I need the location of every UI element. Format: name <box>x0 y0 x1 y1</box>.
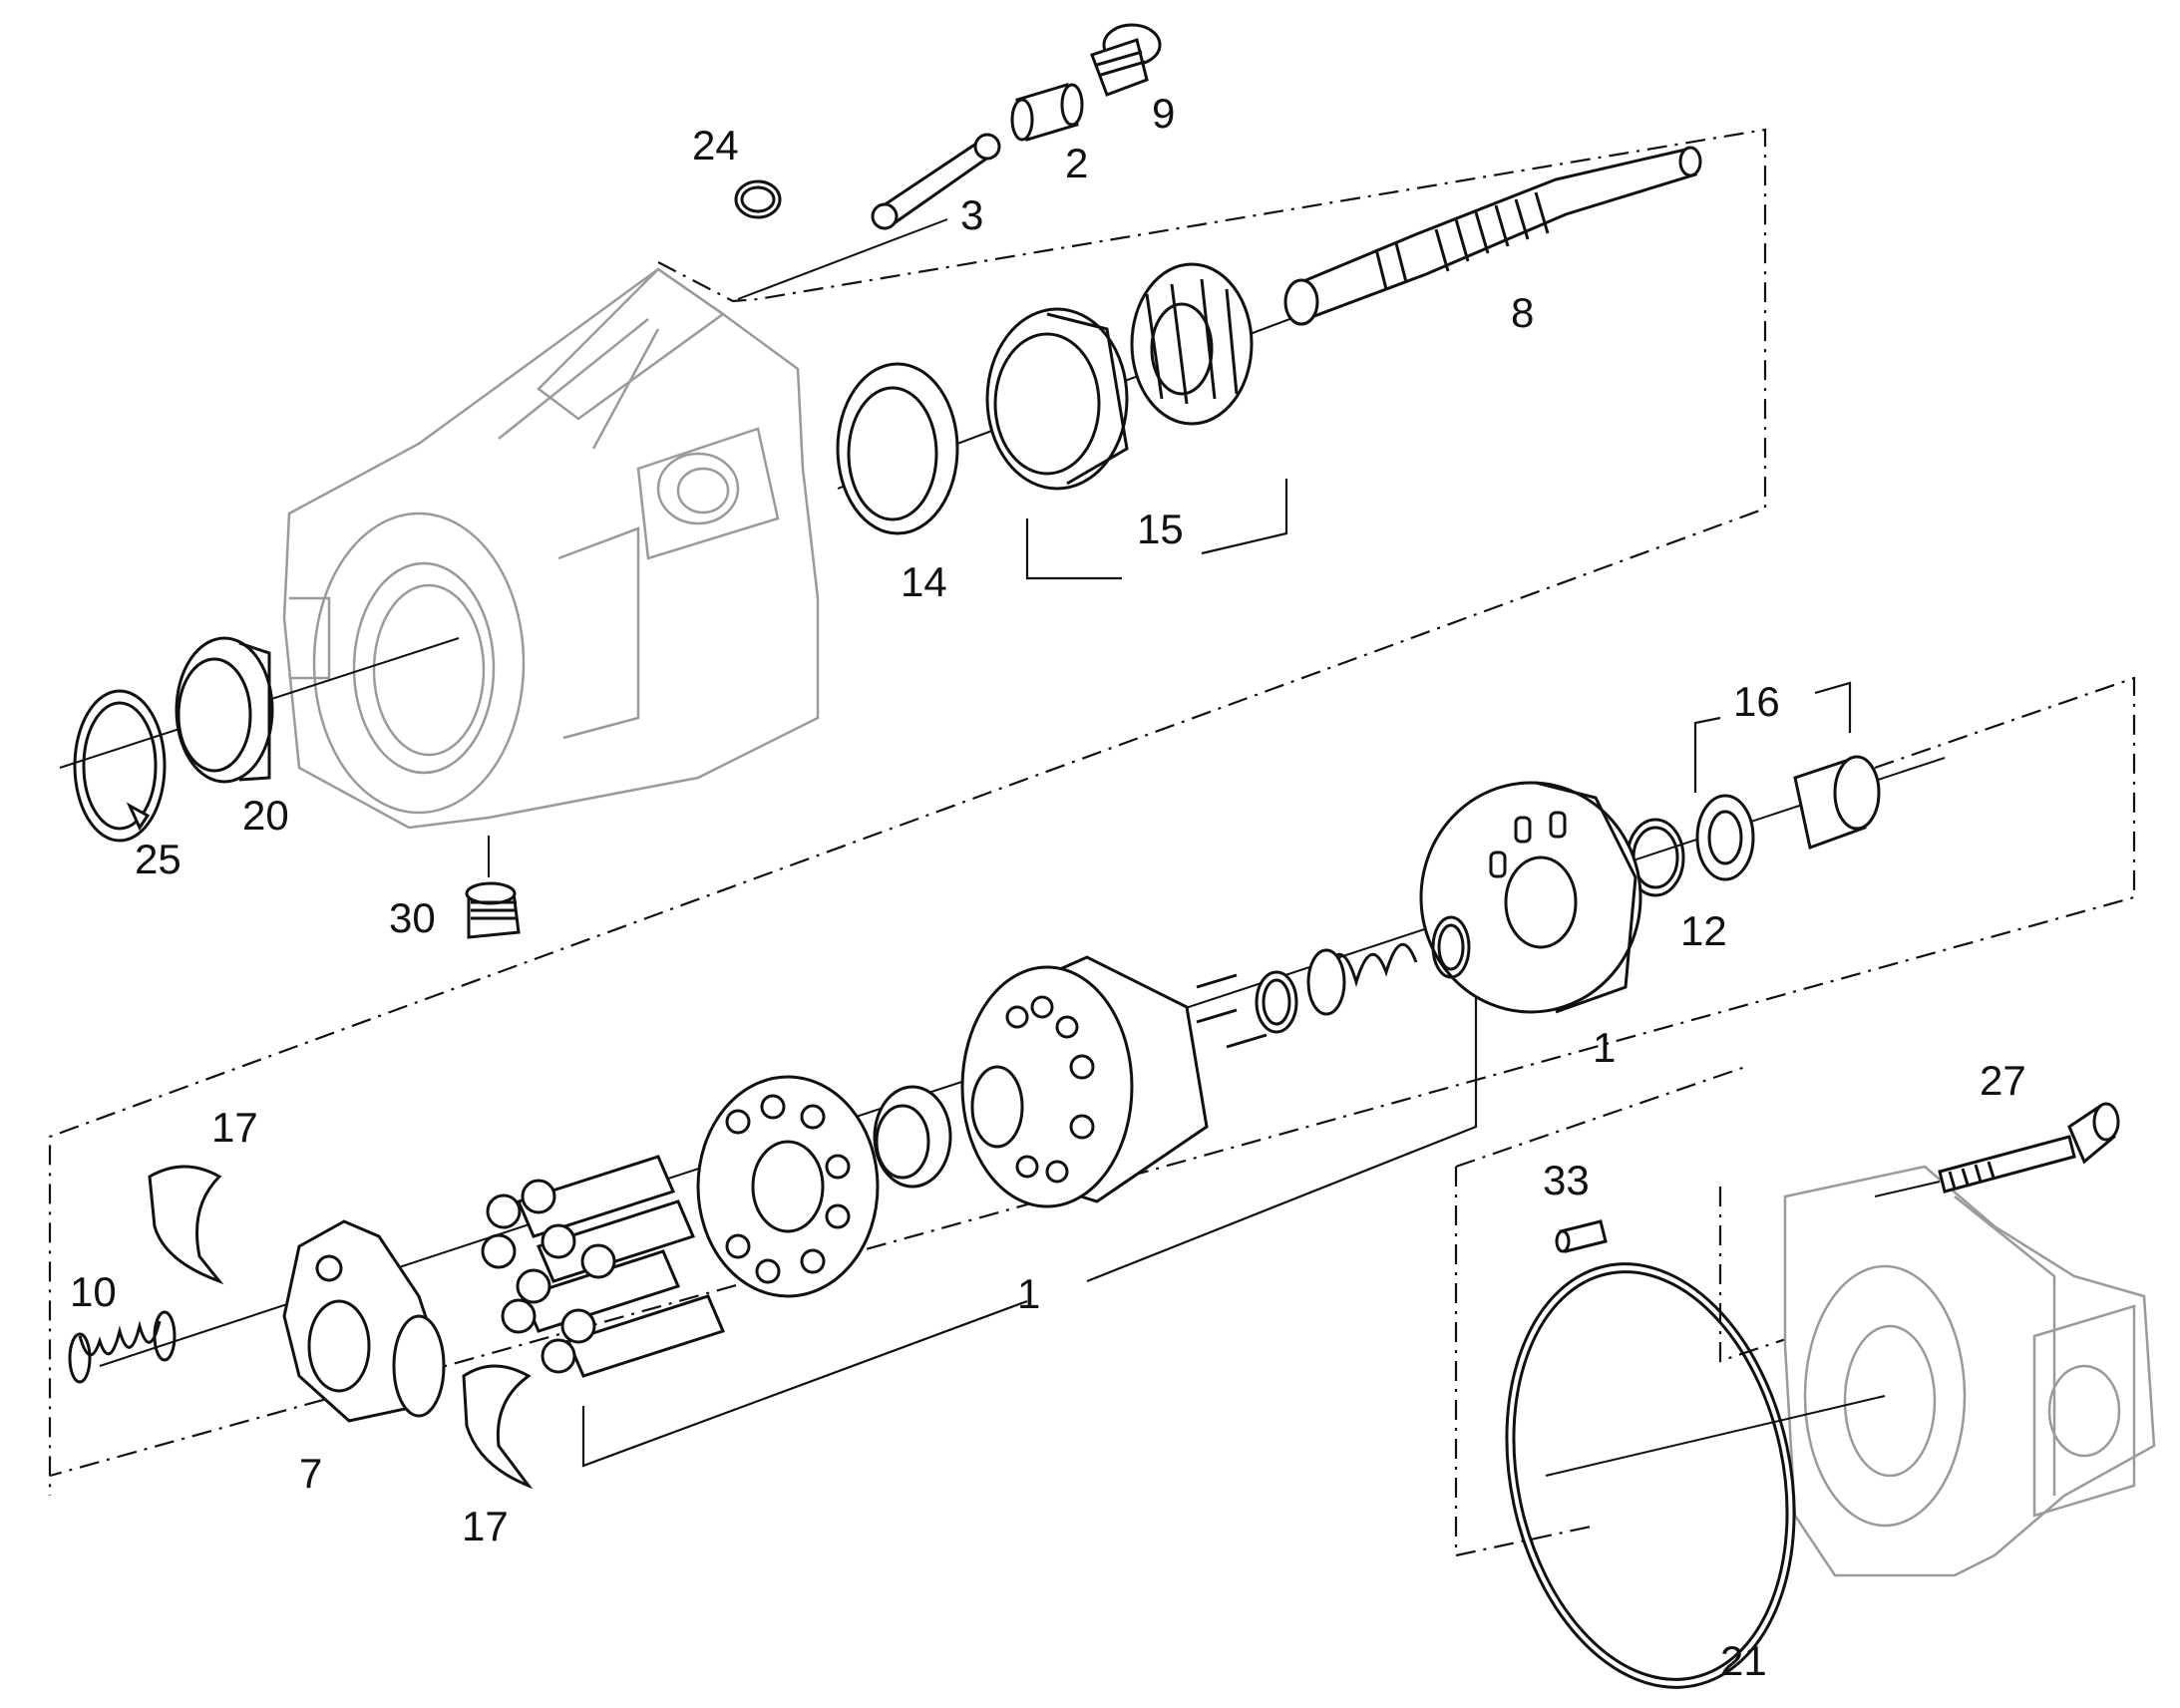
plug-9 <box>1090 23 1162 97</box>
pin-33 <box>1555 1219 1608 1253</box>
o-ring-21 <box>1505 1262 1796 1689</box>
label-25: 25 <box>135 836 182 882</box>
pin-3 <box>871 133 1001 230</box>
label-20: 20 <box>242 792 289 839</box>
part-labels: 24 3 2 9 8 14 15 20 25 30 16 12 1 1 17 1… <box>70 90 2026 1684</box>
swash-plate-7 <box>282 1219 446 1423</box>
label-1-upper: 1 <box>1593 1024 1616 1071</box>
label-3: 3 <box>960 191 983 238</box>
drive-shaft-8 <box>1283 146 1702 326</box>
bolt-axis-line <box>1874 1181 1941 1197</box>
label-7: 7 <box>299 1450 322 1497</box>
tapered-bearing-15 <box>985 262 1254 491</box>
cylinder-block-1 <box>960 955 1209 1208</box>
valve-plate-1 <box>1419 781 1642 1014</box>
center-spring-assembly <box>1196 915 1471 1049</box>
label-9: 9 <box>1152 90 1175 137</box>
snap-ring-25 <box>73 689 167 843</box>
pump-housing <box>282 267 820 830</box>
half-shell-17-bottom <box>462 1364 534 1490</box>
bolt-27 <box>1938 1102 2120 1194</box>
retainer-plate <box>696 1075 880 1298</box>
label-2: 2 <box>1065 140 1088 186</box>
label-30: 30 <box>389 894 436 941</box>
label-24: 24 <box>692 122 739 169</box>
spring-10 <box>68 1310 177 1384</box>
half-shell-17-top <box>148 1165 224 1285</box>
bushing-2 <box>1010 83 1084 142</box>
cover-axis-line <box>1545 1395 1886 1477</box>
bearing-parts-16 <box>1695 755 1881 881</box>
label-33: 33 <box>1543 1157 1590 1203</box>
pin-axis-line <box>737 218 948 300</box>
port-cover <box>1783 1165 2156 1577</box>
label-16: 16 <box>1733 678 1780 725</box>
drain-plug-30 <box>465 881 521 939</box>
label-8: 8 <box>1511 289 1534 336</box>
label-27: 27 <box>1980 1057 2026 1104</box>
upper-assembly-boundary <box>48 128 1767 1496</box>
pistons <box>481 1155 726 1378</box>
bracket-16 <box>1693 681 1852 793</box>
bracket-15 <box>1025 479 1288 580</box>
label-12: 12 <box>1680 907 1727 954</box>
retaining-ring-24 <box>734 179 782 219</box>
seal-ring-20 <box>175 636 274 784</box>
label-1-lower: 1 <box>1017 1270 1040 1317</box>
seal-ring-14 <box>836 362 959 535</box>
bracket-1-lower <box>581 997 1478 1468</box>
label-17-top: 17 <box>211 1104 258 1151</box>
label-17-bottom: 17 <box>462 1503 509 1549</box>
label-14: 14 <box>901 558 947 605</box>
label-15: 15 <box>1137 506 1184 552</box>
label-10: 10 <box>70 1268 117 1315</box>
needle-bearing <box>873 1085 952 1189</box>
cover-group-boundary <box>1454 1065 1856 1557</box>
label-21: 21 <box>1720 1637 1767 1684</box>
